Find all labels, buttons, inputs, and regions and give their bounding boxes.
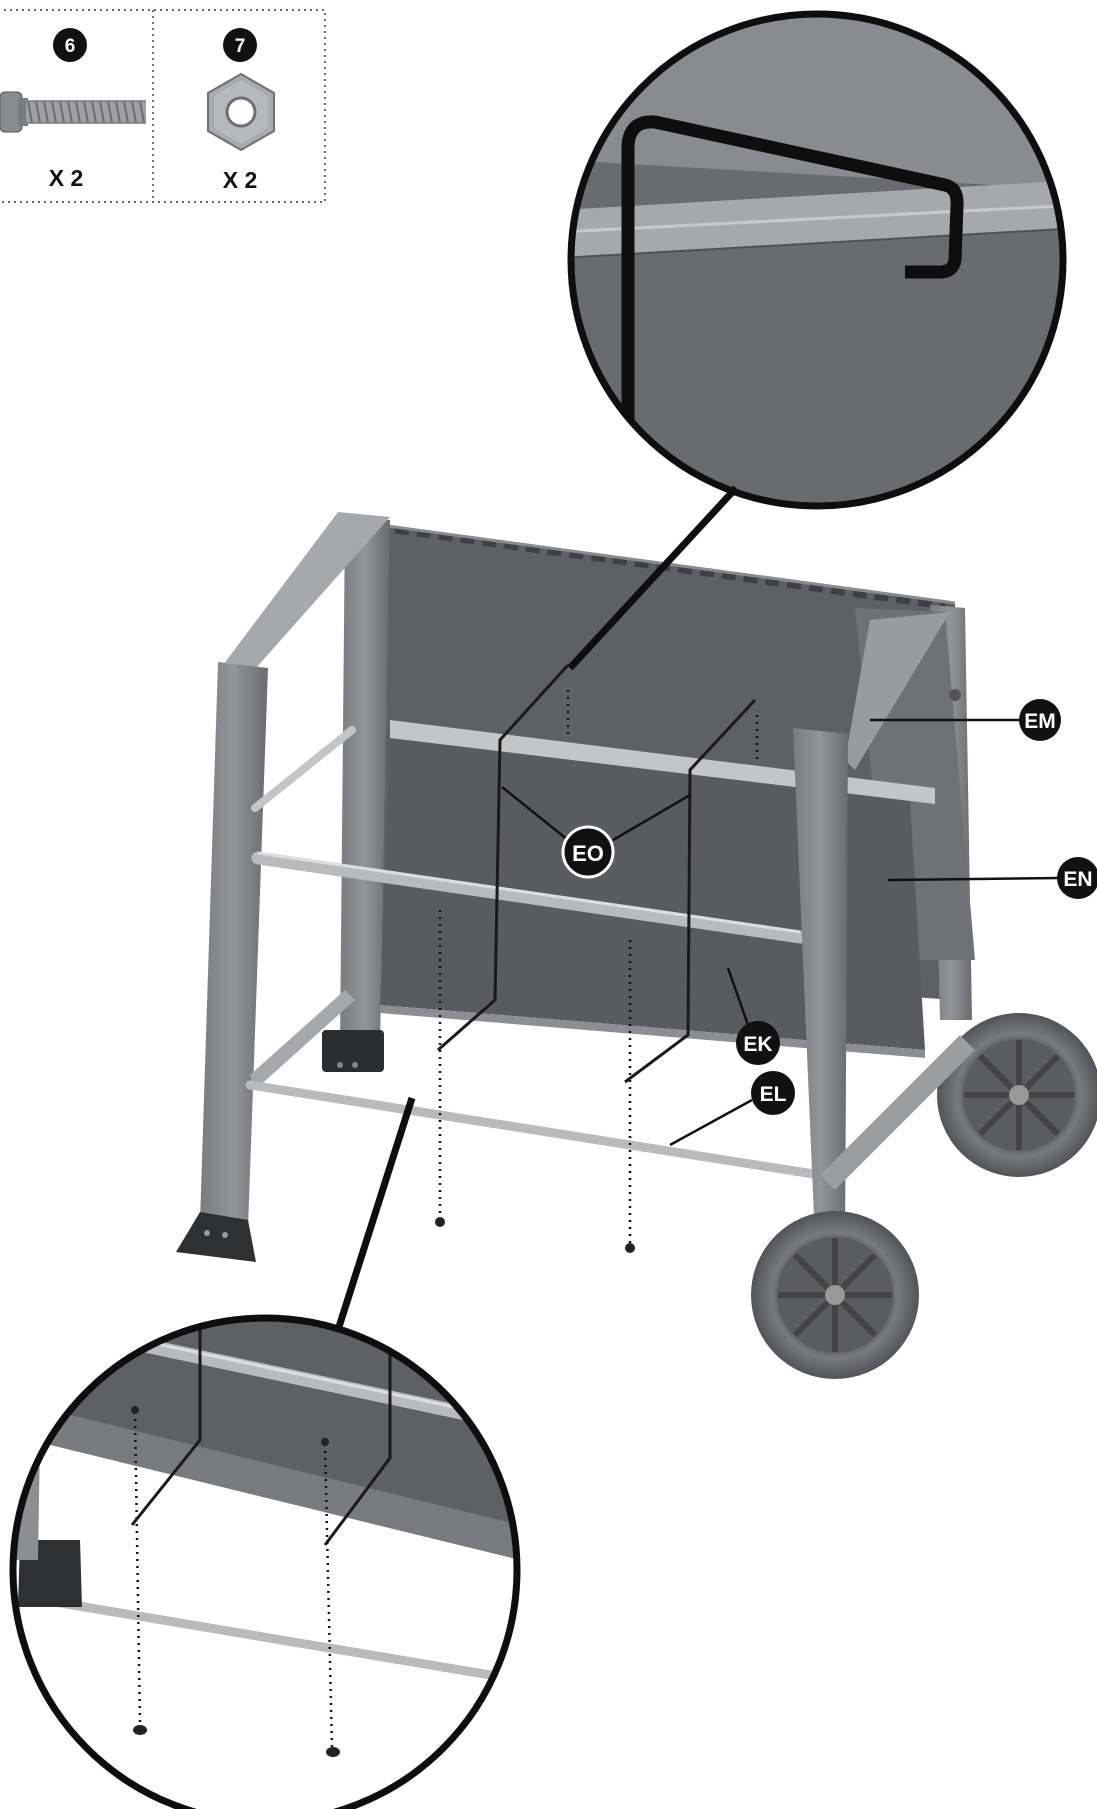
callout-ek: EK [736, 1021, 780, 1065]
foot-front-left [176, 1212, 256, 1262]
svg-text:EM: EM [1024, 710, 1056, 733]
wheel-rear [937, 1013, 1097, 1177]
hex-nut-icon [207, 72, 275, 152]
callout-en: EN [1057, 857, 1097, 899]
leg-back-left [340, 520, 390, 1045]
crossbar-lower [245, 1080, 825, 1180]
front-panel [380, 735, 925, 1050]
svg-text:EN: EN [1063, 868, 1092, 891]
part-6: 6 X 2 [0, 28, 146, 191]
screw-icon [0, 91, 146, 133]
zoom-pointer-top [567, 485, 739, 671]
callout-leaders [501, 718, 1061, 1147]
bolt-drop-lines [438, 690, 759, 1245]
cart-frame [176, 512, 1097, 1379]
callout-el: EL [751, 1071, 795, 1115]
crossbar-upper [251, 851, 807, 944]
wire-hooks [437, 663, 757, 1084]
svg-text:EL: EL [760, 1083, 787, 1106]
part-number-badge [223, 28, 257, 62]
svg-text:EO: EO [572, 841, 604, 866]
svg-text:EK: EK [743, 1033, 772, 1056]
part-quantity: X 2 [223, 167, 258, 193]
part-number-badge [53, 28, 87, 62]
leg-front-left [200, 662, 268, 1228]
callout-eo: EO [561, 825, 615, 879]
leg-front-right [793, 728, 848, 1240]
detail-zoom-top [567, 10, 1067, 510]
detail-zoom-bottom [9, 1314, 521, 1809]
wheel-front [751, 1211, 919, 1379]
zoom-pointer-bottom [334, 1096, 416, 1332]
part-quantity: X 2 [49, 165, 84, 191]
parts-legend: 6 X 2 7 X 2 [0, 9, 326, 203]
part-7: 7 X 2 [207, 28, 275, 193]
part-number: 6 [65, 36, 76, 57]
part-number: 7 [235, 36, 246, 57]
callout-em: EM [1019, 699, 1061, 741]
